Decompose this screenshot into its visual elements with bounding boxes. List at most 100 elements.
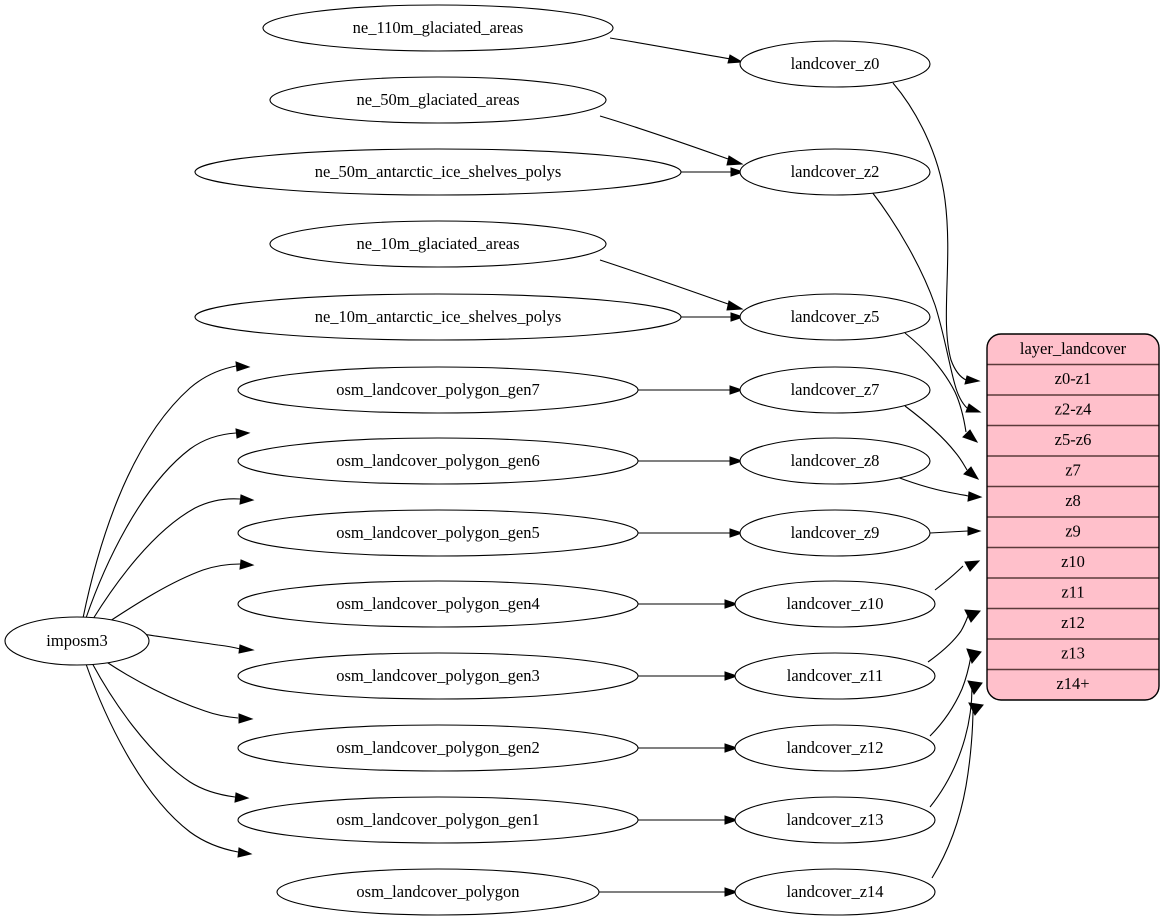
table-header-label: layer_landcover [1020,339,1127,358]
edge-imposm3-to-gen1 [91,662,236,798]
node-osm-landcover-polygon-gen7[interactable]: osm_landcover_polygon_gen7 [237,366,639,414]
arrow-head [234,792,250,803]
arrow-head [724,743,739,753]
node-landcover-z2[interactable]: landcover_z2 [739,148,931,196]
edge-ne10mglac-to-z5 [599,259,732,306]
layer-landcover-table[interactable]: layer_landcover z0-z1 z2-z4 z5-z6 z7 z8 … [986,333,1160,701]
edge-layer [82,37,984,897]
node-label: landcover_z5 [791,307,880,326]
arrow-head [962,429,979,443]
edge-z9-to-row-z9 [929,530,969,534]
edge-z2-to-row-z2z4 [871,191,968,409]
node-ne-10m-glaciated-areas[interactable]: ne_10m_glaciated_areas [269,220,607,268]
node-ne-110m-glaciated-areas[interactable]: ne_110m_glaciated_areas [262,4,614,52]
node-imposm3[interactable]: imposm3 [4,616,150,666]
edge-imposm3-to-gen4 [106,563,241,624]
node-landcover-z13[interactable]: landcover_z13 [734,796,936,844]
table-outline [986,333,1160,701]
node-landcover-z9[interactable]: landcover_z9 [739,509,931,557]
node-label: landcover_z13 [786,810,883,829]
ne-node-group: ne_110m_glaciated_areas ne_50m_glaciated… [194,4,682,341]
table-row-z2z4[interactable]: z2-z4 [1055,399,1092,418]
edge-z12-to-row-z12 [929,655,972,737]
node-label: landcover_z2 [791,162,880,181]
table-row-z13[interactable]: z13 [1061,643,1085,662]
edge-z13-to-row-z13 [929,686,973,808]
arrow-head [730,167,745,177]
edge-z10-to-row-z10 [934,565,964,591]
node-ne-10m-antarctic-ice-shelves-polys[interactable]: ne_10m_antarctic_ice_shelves_polys [194,293,682,341]
node-osm-landcover-polygon-gen5[interactable]: osm_landcover_polygon_gen5 [237,509,639,557]
landcover-node-group: landcover_z0 landcover_z2 landcover_z5 l… [734,40,936,916]
node-landcover-z0[interactable]: landcover_z0 [739,40,931,88]
arrow-head [239,494,255,505]
arrow-head [238,644,255,654]
node-osm-landcover-polygon-gen1[interactable]: osm_landcover_polygon_gen1 [237,796,639,844]
node-label: ne_50m_antarctic_ice_shelves_polys [315,162,562,181]
table-row-z12[interactable]: z12 [1061,613,1085,632]
node-osm-landcover-polygon-gen3[interactable]: osm_landcover_polygon_gen3 [237,652,639,700]
arrow-head [724,671,739,681]
node-landcover-z14[interactable]: landcover_z14 [734,868,936,916]
arrow-head [963,466,980,480]
table-row-z7[interactable]: z7 [1065,460,1081,479]
node-osm-landcover-polygon-gen6[interactable]: osm_landcover_polygon_gen6 [237,437,639,485]
arrow-head [964,609,982,623]
arrow-head [726,300,744,311]
node-landcover-z11[interactable]: landcover_z11 [734,652,936,700]
arrow-head [727,54,744,64]
node-landcover-z12[interactable]: landcover_z12 [734,724,936,772]
edge-imposm3-to-gen6 [85,432,237,619]
node-osm-landcover-polygon-gen4[interactable]: osm_landcover_polygon_gen4 [237,580,639,628]
table-row-z11[interactable]: z11 [1061,582,1084,601]
edge-ne50mglac-to-z2 [599,115,732,161]
edge-ne110m-to-z0 [609,37,732,60]
node-label: ne_50m_glaciated_areas [356,90,519,109]
node-landcover-z10[interactable]: landcover_z10 [734,580,936,628]
arrow-head [235,428,251,439]
arrow-head [726,155,744,166]
table-row-z5z6[interactable]: z5-z6 [1055,430,1092,449]
table-row-z9[interactable]: z9 [1065,521,1081,540]
edge-imposm3-to-gen3 [142,633,241,650]
table-row-z8[interactable]: z8 [1065,491,1081,510]
edge-imposm3-to-polygon [85,663,239,853]
arrow-head [965,403,982,413]
edge-z7-to-row-z7 [904,405,968,471]
edge-z8-to-row-z8 [896,476,969,497]
edge-z14-to-row-z14plus [931,707,974,879]
arrow-head [238,713,254,724]
node-label: osm_landcover_polygon_gen5 [336,523,539,542]
node-label: ne_10m_glaciated_areas [356,234,519,253]
arrow-head [729,456,744,466]
node-label: osm_landcover_polygon_gen3 [336,666,539,685]
node-label: landcover_z14 [786,882,883,901]
node-osm-landcover-polygon[interactable]: osm_landcover_polygon [276,868,600,916]
node-label: landcover_z10 [786,594,883,613]
arrow-head [967,491,983,502]
arrow-head [237,847,253,858]
arrow-head [724,887,739,897]
edge-imposm3-to-gen5 [92,498,241,620]
arrow-head [967,526,982,536]
table-row-z0z1[interactable]: z0-z1 [1055,369,1092,388]
node-label: landcover_z11 [787,666,884,685]
table-row-z14plus[interactable]: z14+ [1056,674,1089,693]
table-row-z10[interactable]: z10 [1061,552,1085,571]
node-landcover-z5[interactable]: landcover_z5 [739,293,931,341]
node-landcover-z8[interactable]: landcover_z8 [739,437,931,485]
arrow-head [239,559,255,570]
node-label: ne_10m_antarctic_ice_shelves_polys [315,307,562,326]
arrow-head [964,560,981,572]
node-osm-landcover-polygon-gen2[interactable]: osm_landcover_polygon_gen2 [237,724,639,772]
node-label: imposm3 [46,631,107,650]
node-ne-50m-glaciated-areas[interactable]: ne_50m_glaciated_areas [269,76,607,124]
node-label: osm_landcover_polygon_gen2 [336,738,539,757]
node-landcover-z7[interactable]: landcover_z7 [739,366,931,414]
node-label: landcover_z12 [786,738,883,757]
node-ne-50m-antarctic-ice-shelves-polys[interactable]: ne_50m_antarctic_ice_shelves_polys [194,148,682,196]
arrow-head [729,528,744,538]
node-label: ne_110m_glaciated_areas [353,18,524,37]
